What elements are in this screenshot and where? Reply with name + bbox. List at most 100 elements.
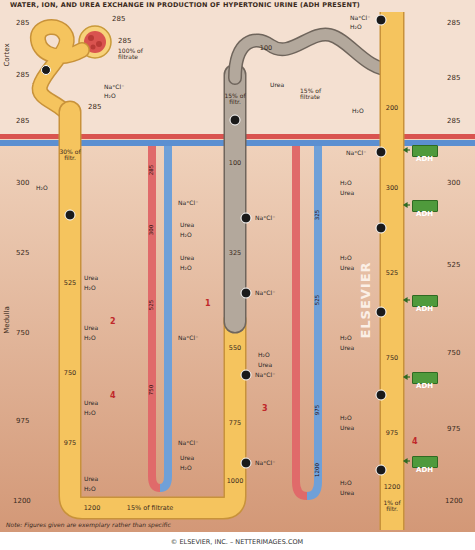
hormone-name: ADH	[416, 155, 433, 163]
tubule-value: 525	[386, 270, 398, 277]
osmolality-value: 1200	[445, 498, 463, 505]
callout-number: 2	[110, 318, 116, 326]
transport-pump	[241, 213, 251, 223]
vessel-value: 1200	[315, 463, 321, 477]
exchange-label: H₂O	[258, 352, 270, 358]
osmolality-value: 525	[447, 262, 460, 269]
exchange-label: Urea	[84, 325, 98, 331]
nephron-tubule	[70, 112, 235, 508]
hormone-tag: ADH	[412, 372, 438, 384]
exchange-label: H₂O	[84, 335, 96, 341]
osmolality-value: 285	[16, 118, 29, 125]
nephron-tubule	[38, 12, 392, 530]
callout-number: 3	[262, 405, 268, 413]
osmolality-value: 300	[16, 180, 29, 187]
filtrate-percent: 15% of filtr.	[223, 93, 247, 106]
tubule-value: 285	[88, 104, 101, 111]
osmolality-value: 750	[16, 330, 29, 337]
tubule-value: 285	[118, 38, 131, 45]
osmolality-value: 300	[447, 180, 460, 187]
osmolality-value: 285	[447, 75, 460, 82]
exchange-label: H₂O	[180, 465, 192, 471]
exchange-label: Na⁺Cl⁻	[255, 372, 275, 378]
osmolality-value: 285	[447, 20, 460, 27]
adh-arrow	[404, 148, 410, 463]
copyright: © ELSEVIER, INC. – NETTERIMAGES.COM	[171, 539, 303, 546]
hormone-tag: ADH	[412, 145, 438, 157]
tubule-value: 975	[64, 440, 76, 447]
transport-pump	[376, 147, 386, 157]
transport-pump	[376, 223, 386, 233]
osmolality-value: 285	[16, 72, 29, 79]
exchange-label: Na⁺Cl⁻	[346, 150, 366, 156]
nephron-tubule	[224, 75, 247, 322]
tubule-value: 100	[229, 160, 241, 167]
adh-arrow	[404, 459, 407, 463]
exchange-label: Urea	[340, 345, 354, 351]
hormone-tag: ADH	[412, 456, 438, 468]
exchange-label: H₂O	[340, 180, 352, 186]
tubule-value: 200	[386, 105, 398, 112]
osmolality-value: 285	[16, 20, 29, 27]
vessel-value: 750	[149, 385, 155, 396]
vasa-recta	[160, 146, 168, 488]
title: WATER, ION, AND UREA EXCHANGE IN PRODUCT…	[10, 2, 360, 9]
transport-pump	[241, 458, 251, 468]
exchange-label: Na⁺Cl⁻	[104, 84, 124, 90]
nephron-tubule	[70, 112, 235, 508]
vasa-recta	[307, 146, 318, 496]
hormone-name: ADH	[416, 382, 433, 390]
osmolality-value: 750	[447, 350, 460, 357]
transport-pump	[376, 390, 386, 400]
exchange-label: Urea	[258, 362, 272, 368]
vasa-recta	[296, 146, 307, 496]
adh-arrow	[404, 203, 407, 207]
tubule-value: 285	[112, 16, 125, 23]
adh-arrow	[404, 375, 407, 379]
callout-number: 1	[205, 300, 211, 308]
exchange-label: Urea	[340, 490, 354, 496]
transport-pump	[42, 15, 387, 475]
exchange-label: H₂O	[84, 285, 96, 291]
exchange-label: H₂O	[180, 232, 192, 238]
tubule-value: 775	[229, 420, 241, 427]
tissue-ground	[0, 532, 475, 550]
exchange-label: H₂O	[36, 185, 48, 191]
exchange-label: Urea	[180, 222, 194, 228]
exchange-label: H₂O	[84, 410, 96, 416]
exchange-label: H₂O	[84, 486, 96, 492]
transport-pump	[241, 370, 251, 380]
filtrate-percent: 15% of filtrate	[300, 88, 340, 101]
nephron-tubule	[235, 34, 392, 78]
exchange-label: H₂O	[104, 93, 116, 99]
tubule-value: 750	[386, 355, 398, 362]
transport-pump	[376, 15, 386, 25]
exchange-label: Na⁺Cl⁻	[255, 290, 275, 296]
nephron-tubule	[381, 12, 403, 530]
renal-corpuscle	[96, 41, 102, 47]
exchange-label: Urea	[180, 455, 194, 461]
filtrate-percent: 30% of filtr.	[58, 149, 82, 162]
exchange-label: Urea	[84, 275, 98, 281]
tubule-value: 975	[386, 430, 398, 437]
exchange-label: H₂O	[340, 255, 352, 261]
vessel-value: 325	[315, 210, 321, 221]
hormone-name: ADH	[416, 305, 433, 313]
hormone-name: ADH	[416, 210, 433, 218]
tubule-value: 1200	[384, 484, 401, 491]
caption-note: Note: Figures given are exemplary rather…	[6, 522, 171, 528]
callout-number: 4	[110, 392, 116, 400]
exchange-label: H₂O	[340, 480, 352, 486]
tubule-value: 100	[260, 45, 272, 52]
exchange-label: Na⁺Cl⁻	[178, 335, 198, 341]
tubule-value: 1200	[84, 505, 101, 512]
tubule-value: 550	[229, 345, 241, 352]
vessel-value: 300	[149, 225, 155, 236]
osmolality-value: 285	[447, 118, 460, 125]
renal-corpuscle	[91, 45, 96, 50]
exchange-label: Urea	[84, 476, 98, 482]
tubule-value: 525	[64, 280, 76, 287]
renal-corpuscle	[88, 35, 94, 41]
